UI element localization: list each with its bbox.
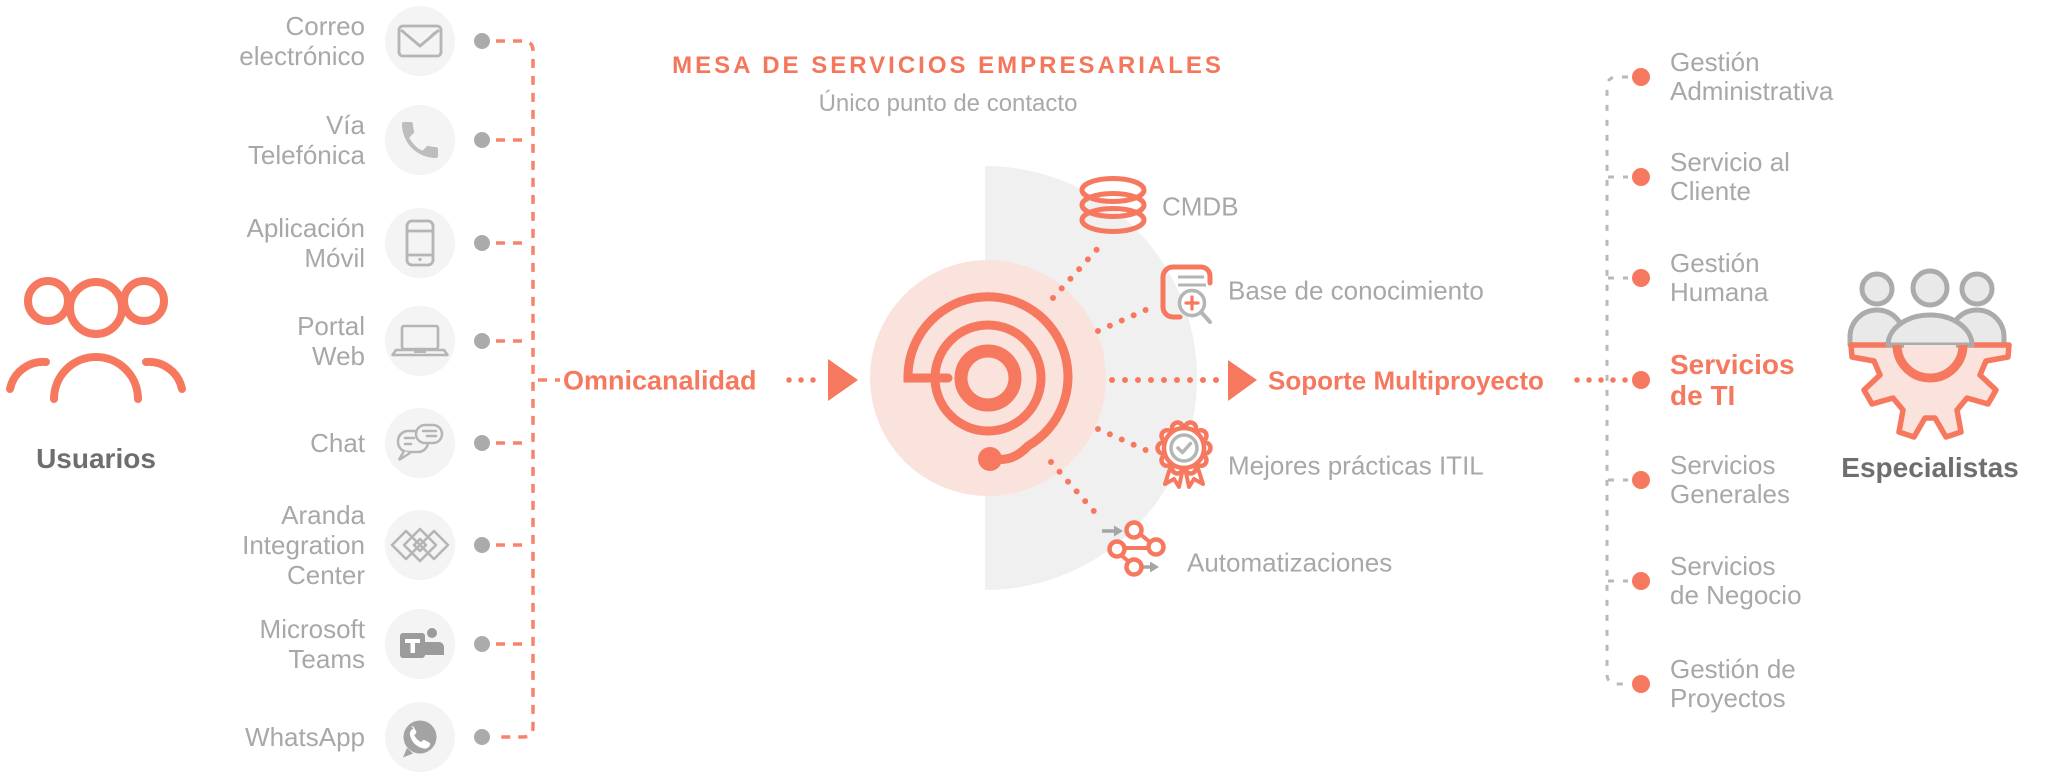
specialists-group-icon xyxy=(1847,268,2012,440)
smartphone-icon xyxy=(405,219,435,267)
gear-icon xyxy=(1848,342,2012,440)
specialty-label-servicio-al-cliente: Servicio al Cliente xyxy=(1670,147,1790,206)
specialty-label-servicios-de-ti: Servicios de TI xyxy=(1670,349,1795,411)
phone-icon xyxy=(401,122,438,158)
right-connector-lines xyxy=(1605,75,1628,686)
capability-label-mejores-practicas-itil: Mejores prácticas ITIL xyxy=(1228,450,1484,481)
service-desk-icon xyxy=(903,292,1073,471)
automation-icon xyxy=(1102,520,1166,577)
knowledge-base-icon xyxy=(1160,264,1213,324)
capability-label-automatizaciones: Automatizaciones xyxy=(1187,547,1393,578)
channel-icon-circles xyxy=(385,6,455,772)
capability-label-base-de-conocimiento: Base de conocimiento xyxy=(1228,275,1484,306)
channel-label-aplicacion-movil: Aplicación Móvil xyxy=(246,213,365,273)
specialty-label-gestion-de-proyectos: Gestión de Proyectos xyxy=(1670,654,1796,713)
specialty-label-servicios-generales: Servicios Generales xyxy=(1670,450,1790,509)
channel-label-whatsapp: WhatsApp xyxy=(245,722,365,752)
soporte-arrow xyxy=(1228,360,1257,401)
integration-icon xyxy=(390,527,450,563)
teams-icon xyxy=(400,628,444,658)
specialty-label-gestion-administrativa: Gestión Administrativa xyxy=(1670,47,1834,106)
chat-icon xyxy=(396,423,444,462)
channel-label-aranda-integration-center: Aranda Integration Center xyxy=(242,500,365,590)
channel-label-microsoft-teams: Microsoft Teams xyxy=(259,614,365,674)
mail-icon xyxy=(397,24,443,58)
left-connector-dots xyxy=(474,33,490,745)
specialty-label-servicios-de-negocio: Servicios de Negocio xyxy=(1670,551,1802,610)
channel-label-portal-web: Portal Web xyxy=(297,311,365,371)
left-connector-lines xyxy=(496,39,560,739)
specialty-label-gestion-humana: Gestión Humana xyxy=(1670,248,1769,307)
capability-label-cmdb: CMDB xyxy=(1162,191,1239,222)
omnichannel-arrow xyxy=(828,359,858,401)
channel-label-chat: Chat xyxy=(310,428,365,458)
channel-label-correo-electronico: Correo electrónico xyxy=(239,11,365,71)
whatsapp-icon xyxy=(403,720,437,758)
soporte-multiproyecto-label: Soporte Multiproyecto xyxy=(1268,365,1544,396)
channel-label-via-telefonica: Vía Telefónica xyxy=(247,110,365,170)
right-connector-dots xyxy=(1632,68,1650,693)
page-subtitle: Único punto de contacto xyxy=(818,90,1078,117)
database-icon xyxy=(1079,176,1147,234)
users-group-icon xyxy=(6,277,186,403)
users-group-label: Usuarios xyxy=(36,443,156,474)
page-title: MESA DE SERVICIOS EMPRESARIALES xyxy=(672,52,1224,79)
hub-rays xyxy=(1048,243,1225,520)
specialists-group-label: Especialistas xyxy=(1841,452,2019,483)
itil-badge-icon xyxy=(1155,420,1213,489)
laptop-icon xyxy=(391,324,449,357)
omnichannel-label: Omnicanalidad xyxy=(563,365,757,396)
